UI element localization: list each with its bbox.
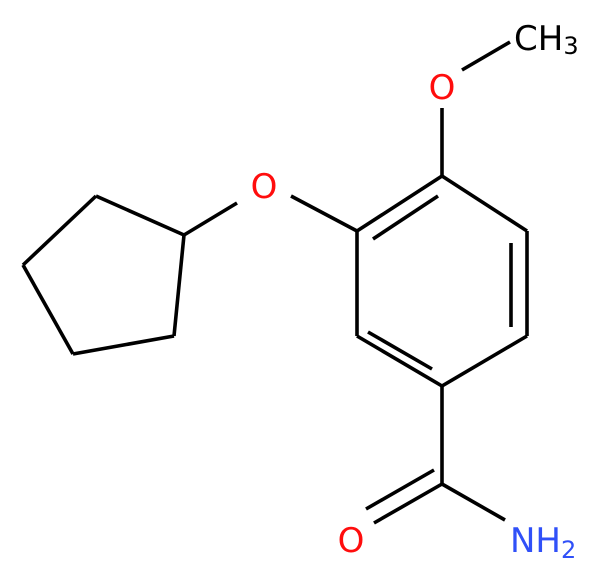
cyclopentane-ring	[21, 194, 186, 356]
cyclopentane-bond-5	[172, 234, 186, 337]
cyclopentyl-ether-group: O	[183, 167, 358, 237]
carbonyl-double-bond-b	[365, 468, 435, 511]
cyclopentane-bond-3	[21, 264, 75, 355]
methyl-label: CH3	[514, 19, 579, 60]
methyl-label-main: CH	[514, 19, 563, 59]
ether-oxygen-label: O	[251, 167, 278, 207]
amide-nitrogen-label-subscript: 2	[561, 536, 576, 564]
bond-methoxy-o-methyl	[461, 40, 511, 72]
ring-bond-c6-c1	[356, 174, 443, 233]
benzene-ring	[355, 174, 529, 388]
ring-bond-c4-c5	[356, 334, 443, 388]
bond-carbonyl-c-n	[441, 482, 506, 522]
amide-nitrogen-label-main: NH	[510, 521, 561, 561]
cyclopentane-bond-2	[21, 194, 98, 267]
amide-nitrogen-label: NH2	[510, 521, 576, 564]
ring-double-bond-c6-c1	[372, 194, 439, 241]
ring-bond-c3-c4	[441, 334, 528, 388]
methyl-label-subscript: 3	[563, 32, 578, 60]
cyclopentane-bond-4	[72, 334, 175, 356]
amide-group: O NH2	[338, 386, 576, 564]
carbonyl-double-bond-a	[373, 482, 443, 525]
bond-c6-ether-o	[290, 194, 358, 233]
methoxy-oxygen-label: O	[429, 68, 456, 108]
carbonyl-oxygen-label: O	[338, 521, 365, 561]
ring-bond-c1-c2	[441, 174, 528, 233]
cyclopentane-bond-1	[95, 194, 185, 237]
ring-double-bond-c4-c5	[367, 330, 433, 371]
methoxy-group: O CH3	[429, 19, 579, 176]
bond-ether-o-cyclopentyl	[183, 201, 238, 237]
